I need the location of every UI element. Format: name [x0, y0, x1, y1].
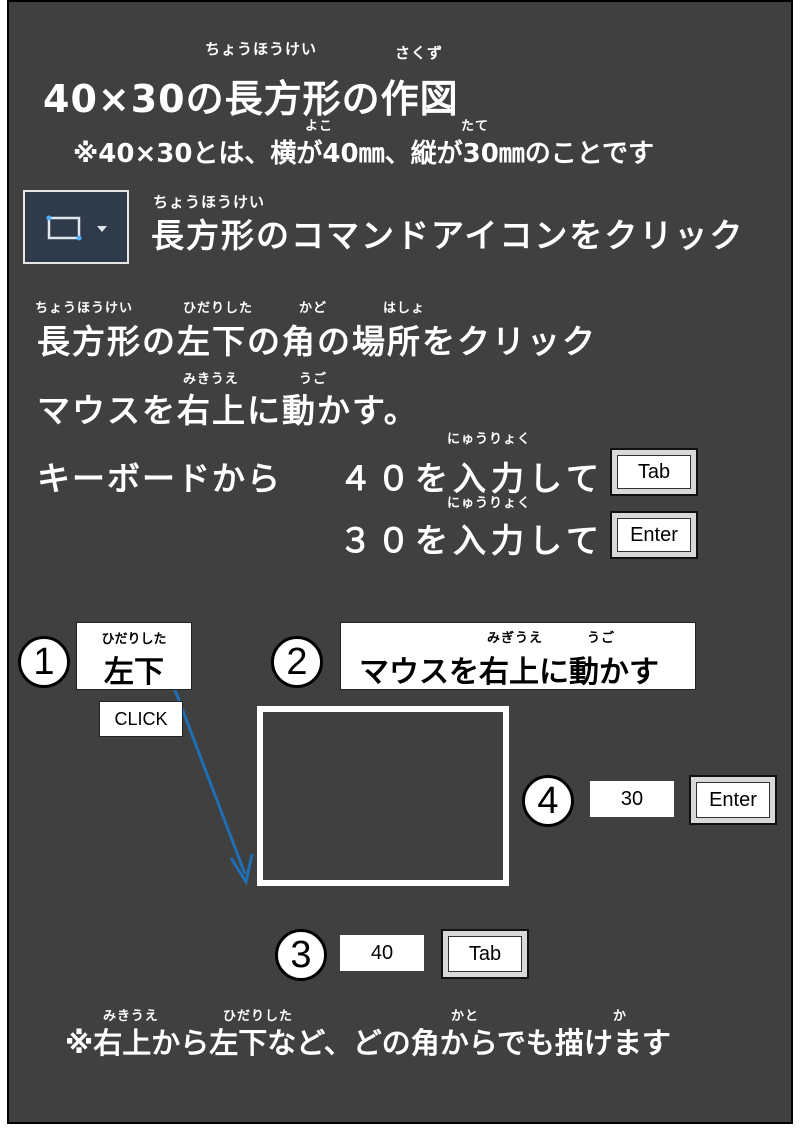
label2-ruby-migiue: みぎうえ — [487, 631, 544, 646]
title-ruby-sakuzu: さくず — [395, 44, 444, 62]
rectangle-icon — [46, 215, 107, 241]
width-value: 40 — [340, 935, 424, 971]
step4-ruby-nyuuryoku-2: にゅうりょく — [447, 496, 532, 511]
label-hidarishita: ひだりした 左下 — [76, 622, 192, 690]
step-number-2: 2 — [271, 636, 323, 688]
step4-line1: ４０を入力して — [339, 459, 605, 498]
diagram-arrow-layer — [173, 689, 254, 886]
enter-key-diagram: Enter — [689, 775, 777, 825]
size-note: ※40×30とは、横が40㎜、縦が30㎜のことです — [73, 139, 655, 169]
step2-ruby-basho: はしょ — [383, 301, 426, 316]
tab-key-label: Tab — [617, 455, 691, 489]
title-ruby-choukeihou: ちょうほうけい — [205, 40, 318, 58]
label1-ruby: ひだりした — [101, 632, 167, 647]
footer-ruby-migiue: みきうえ — [103, 1009, 159, 1024]
tab-key: Tab — [610, 448, 698, 496]
step2-ruby-kado: かど — [299, 301, 328, 316]
footer-ruby-ka: か — [613, 1009, 628, 1024]
step2-text: 長方形の左下の角の場所をクリック — [37, 322, 597, 361]
drawn-rectangle — [257, 706, 509, 886]
tab-key-diagram-label: Tab — [448, 936, 522, 972]
tab-key-diagram: Tab — [441, 929, 529, 979]
page-title: 40×30の長方形の作図 — [43, 77, 459, 121]
note-ruby-yoko: よこ — [305, 119, 334, 134]
drag-arrow-line — [173, 689, 247, 875]
enter-key-label: Enter — [617, 518, 691, 552]
step2-ruby-choukeihou: ちょうほうけい — [35, 301, 134, 316]
rectangle-command-button[interactable] — [23, 190, 129, 264]
step1-text: 長方形のコマンドアイコンをクリック — [151, 216, 745, 255]
footer-ruby-hidarishita: ひだりした — [223, 1009, 294, 1024]
step-number-3: 3 — [275, 929, 327, 981]
step2-ruby-hidarishita: ひだりした — [183, 301, 254, 316]
note-ruby-tate: たて — [461, 119, 490, 134]
footer-note: ※右上から左下など、どの角からでも描けます — [65, 1026, 671, 1060]
label1-text: 左下 — [104, 655, 164, 690]
step4-line2: ３０を入力して — [339, 521, 605, 560]
label2-text: マウスを右上に動かす — [359, 655, 659, 690]
footer-ruby-kado: かと — [451, 1009, 480, 1024]
enter-key: Enter — [610, 511, 698, 559]
step3-ruby-ugo: うご — [299, 372, 328, 387]
label2-ruby-ugo: うご — [587, 631, 616, 646]
drag-arrow-head — [229, 853, 254, 886]
step4-prefix: キーボードから — [37, 459, 282, 498]
step-number-1: 1 — [18, 636, 70, 688]
height-value: 30 — [590, 781, 674, 817]
step3-text: マウスを右上に動かす。 — [37, 391, 419, 430]
worksheet-page: ちょうほうけい さくず 40×30の長方形の作図 よこ たて ※40×30とは、… — [7, 0, 793, 1124]
enter-key-diagram-label: Enter — [696, 782, 770, 818]
step1-ruby: ちょうほうけい — [153, 193, 266, 211]
step3-ruby-migiue: みきうえ — [183, 372, 239, 387]
step-number-4: 4 — [522, 775, 574, 827]
step4-ruby-nyuuryoku: にゅうりょく — [447, 432, 532, 447]
chevron-down-icon — [97, 226, 107, 232]
label-move-mouse: みぎうえ うご マウスを右上に動かす — [340, 622, 696, 690]
click-label: CLICK — [99, 701, 183, 737]
